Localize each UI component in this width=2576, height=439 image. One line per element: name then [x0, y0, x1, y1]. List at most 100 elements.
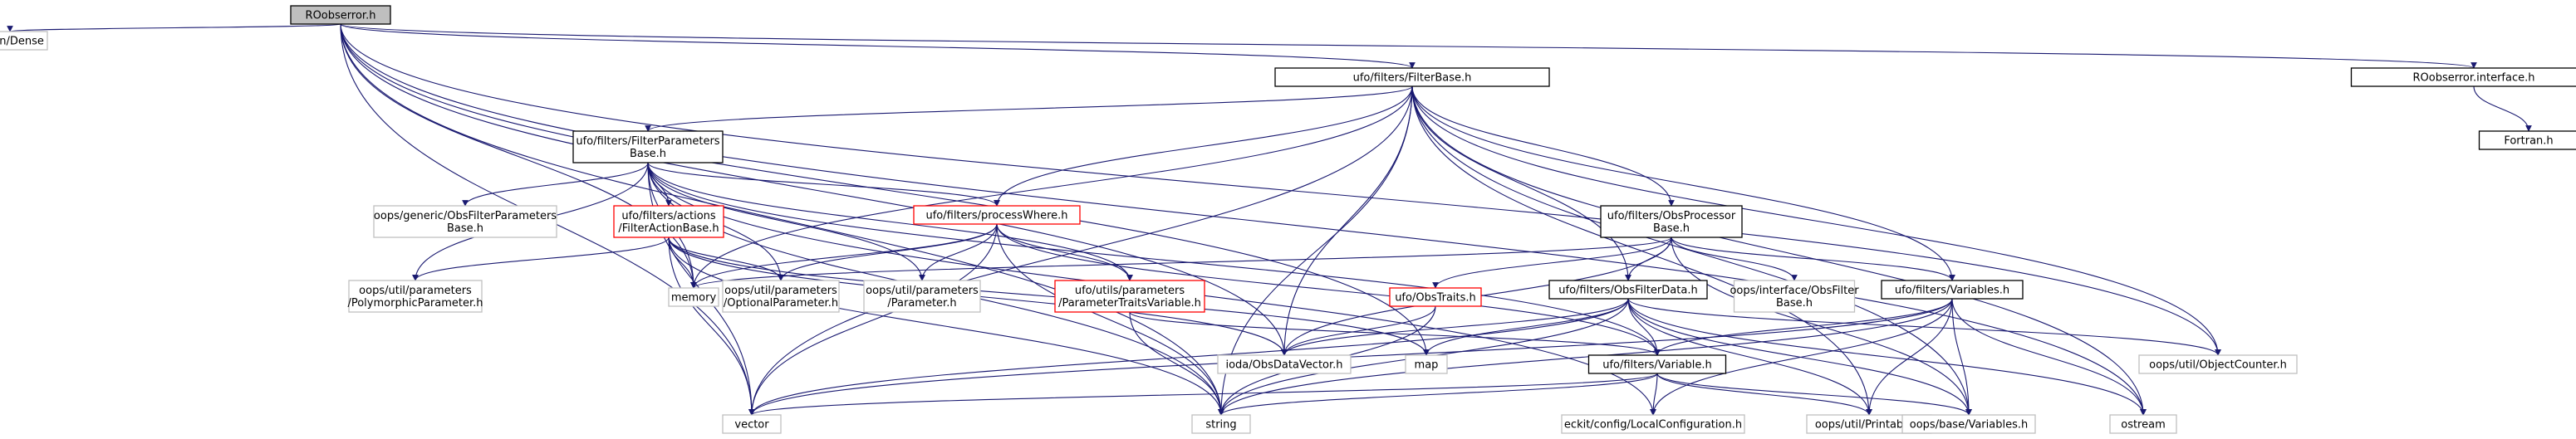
edge-filterbase-to-obsprocbase — [1411, 85, 1675, 207]
node-label-oopsobsfilterbase-line-1: Base.h — [1776, 297, 1813, 310]
edge-factionbase-to-polyparam — [412, 237, 670, 281]
edge-root-to-roiface — [340, 23, 2477, 69]
node-label-obsfilterparams-line-0: oops/generic/ObsFilterParameters — [374, 210, 557, 222]
node-oopsvariables[interactable]: oops/base/Variables.h — [1901, 414, 2036, 434]
node-factionbase[interactable]: ufo/filters/actions/FilterActionBase.h — [613, 205, 724, 238]
node-filterbase[interactable]: ufo/filters/FilterBase.h — [1274, 67, 1550, 87]
node-string[interactable]: string — [1191, 414, 1251, 434]
node-variables[interactable]: ufo/filters/Variables.h — [1881, 280, 2024, 300]
edge-fparams-to-obsfilterparams — [462, 162, 649, 207]
edge-ptraitsvar-to-variable — [1129, 311, 1661, 356]
node-label-eigen: Eigen/Dense — [0, 36, 44, 48]
node-label-printable: oops/util/Printable.h — [1815, 419, 1923, 432]
node-box-polyparam — [348, 280, 483, 313]
node-box-obsprocbase — [1600, 205, 1743, 238]
node-box-param — [863, 280, 981, 313]
edge-obsfilterdata-to-printable — [1627, 298, 1872, 416]
edge-root-to-filterbase — [340, 23, 1416, 69]
node-box-variable — [1587, 354, 1727, 374]
edge-roiface-to-fortran — [2473, 85, 2532, 132]
edge-fparams-to-ptraitsvar — [647, 162, 1133, 281]
node-box-variables — [1881, 280, 2024, 300]
node-polyparam[interactable]: oops/util/parameters/PolymorphicParamete… — [347, 280, 483, 313]
node-label-oopsvariables: oops/base/Variables.h — [1910, 419, 2028, 432]
node-localconfig[interactable]: eckit/config/LocalConfiguration.h — [1561, 414, 1745, 434]
edge-filterbase-to-vector — [748, 85, 1413, 416]
edge-root-to-objectcounter — [340, 23, 2221, 356]
node-obstraits[interactable]: ufo/ObsTraits.h — [1389, 287, 1482, 307]
node-box-roiface — [2350, 67, 2576, 87]
node-label-obsdatavector: ioda/ObsDataVector.h — [1225, 359, 1342, 372]
node-eigen[interactable]: Eigen/Dense — [0, 31, 48, 51]
edge-filterbase-to-fparams — [645, 85, 1413, 132]
node-map[interactable]: map — [1405, 354, 1448, 374]
edge-processwhere-to-ptraitsvar — [996, 223, 1133, 281]
edge-filterbase-to-ostream — [1411, 85, 2147, 416]
node-objectcounter[interactable]: oops/util/ObjectCounter.h — [2138, 354, 2298, 374]
node-box-eigen — [0, 31, 48, 51]
node-label-obsprocbase-line-0: ufo/filters/ObsProcessor — [1607, 210, 1736, 222]
node-obsfilterdata[interactable]: ufo/filters/ObsFilterData.h — [1548, 280, 1708, 300]
node-memory[interactable]: memory — [668, 287, 719, 307]
edge-obsprocbase-to-variables — [1671, 237, 1955, 281]
node-param[interactable]: oops/util/parameters/Parameter.h — [863, 280, 981, 313]
node-label-factionbase-line-1: /FilterActionBase.h — [618, 222, 719, 235]
edge-root-to-ostream — [340, 23, 2147, 416]
node-vector[interactable]: vector — [722, 414, 782, 434]
edge-obsprocbase-to-oopsvariables — [1671, 237, 1972, 416]
node-variable[interactable]: ufo/filters/Variable.h — [1587, 354, 1727, 374]
node-label-string: string — [1205, 419, 1236, 432]
node-label-obsfilterparams-line-1: Base.h — [447, 222, 483, 235]
edge-root-to-map — [340, 23, 1430, 356]
edge-obsfilterdata-to-oopsvariables — [1627, 298, 1972, 416]
edge-obsprocbase-to-obstraits — [1432, 237, 1672, 289]
node-label-objectcounter: oops/util/ObjectCounter.h — [2149, 359, 2287, 372]
node-ptraitsvar[interactable]: ufo/utils/parameters/ParameterTraitsVari… — [1054, 280, 1205, 313]
edge-variable-to-printable — [1656, 373, 1872, 416]
edge-variables-to-ostream — [1951, 298, 2147, 416]
edge-obsfilterdata-to-variable — [1627, 298, 1661, 356]
node-label-param-line-0: oops/util/parameters — [866, 285, 979, 297]
node-box-obsfilterdata — [1548, 280, 1708, 300]
edge-processwhere-to-param — [919, 223, 998, 281]
node-box-processwhere — [913, 205, 1081, 225]
edge-variable-to-string — [1218, 373, 1658, 416]
edge-filterbase-to-obsfilterdata — [1411, 85, 1631, 281]
node-ostream[interactable]: ostream — [2109, 414, 2177, 434]
node-obsdatavector[interactable]: ioda/ObsDataVector.h — [1217, 354, 1352, 374]
edge-obsprocbase-to-memory — [690, 237, 1672, 289]
edge-filterbase-to-processwhere — [994, 85, 1413, 207]
edge-root-to-eigen — [7, 23, 341, 32]
node-box-root — [290, 5, 391, 25]
edge-obsfilterdata-to-obsdatavector — [1281, 298, 1629, 356]
edge-variable-to-vector — [748, 373, 1658, 416]
edge-factionbase-to-string — [668, 237, 1224, 416]
edge-variable-to-oopsvariables — [1656, 373, 1972, 416]
node-roiface[interactable]: ROobserror.interface.h — [2350, 67, 2576, 87]
node-fortran[interactable]: Fortran.h — [2478, 130, 2576, 150]
node-optparam[interactable]: oops/util/parameters/OptionalParameter.h — [722, 280, 840, 313]
edge-filterbase-to-oopsvariables — [1411, 85, 1972, 416]
node-label-fortran: Fortran.h — [2504, 135, 2553, 148]
node-label-factionbase-line-0: ufo/filters/actions — [621, 210, 716, 222]
node-box-filterbase — [1274, 67, 1550, 87]
edge-variables-to-variable — [1654, 298, 1953, 356]
node-box-map — [1405, 354, 1448, 374]
edge-variables-to-localconfig — [1650, 298, 1953, 416]
node-processwhere[interactable]: ufo/filters/processWhere.h — [913, 205, 1081, 225]
node-label-ostream: ostream — [2121, 419, 2166, 432]
node-box-oopsobsfilterbase — [1733, 280, 1856, 313]
node-box-optparam — [722, 280, 840, 313]
edge-processwhere-to-vector — [748, 223, 998, 416]
edge-obsfilterdata-to-vector — [748, 298, 1629, 416]
edge-processwhere-to-variable — [996, 223, 1661, 356]
node-box-memory — [668, 287, 719, 307]
node-printable[interactable]: oops/util/Printable.h — [1806, 414, 1932, 434]
node-label-obsfilterdata: ufo/filters/ObsFilterData.h — [1558, 285, 1697, 297]
node-root[interactable]: ROobserror.h — [290, 5, 391, 25]
edge-factionbase-to-optparam — [668, 237, 784, 281]
